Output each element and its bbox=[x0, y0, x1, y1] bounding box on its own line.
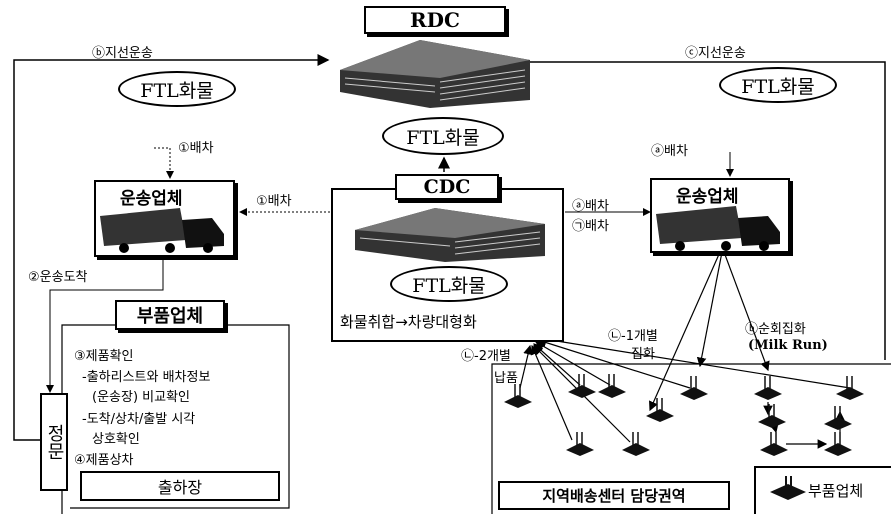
milk-run-label-b: (Milk Run) bbox=[748, 338, 828, 353]
right-truck-icon bbox=[656, 204, 784, 252]
cdc-warehouse-icon bbox=[345, 204, 555, 264]
cdc-title: CDC bbox=[395, 174, 499, 200]
left-branch-transport-label: ⓑ지선운송 bbox=[92, 46, 153, 61]
arrival-label: ②운송도착 bbox=[28, 270, 88, 285]
cdc-caption: 화물취합→차량대형화 bbox=[340, 313, 477, 331]
rdc-title: RDC bbox=[364, 6, 506, 34]
individual-pickup-1a: ㉡-1개별 bbox=[608, 329, 658, 344]
individual-pickup-2: ㉡-2개별 bbox=[461, 349, 511, 364]
dispatch-label-right-mid-a: ⓐ배차 bbox=[572, 199, 609, 214]
individual-pickup-1b: 집화 bbox=[631, 347, 655, 362]
step4-label: ④제품상차 bbox=[74, 453, 134, 468]
right-branch-transport-label: ⓒ지선운송 bbox=[685, 46, 746, 61]
step3-a1: -출하리스트와 배차정보 bbox=[82, 370, 211, 385]
rdc-cargo-right: FTL화물 bbox=[719, 67, 837, 103]
left-truck-icon bbox=[100, 206, 228, 254]
step3-b1: -도착/상차/출발 시각 bbox=[82, 412, 196, 427]
legend-box bbox=[754, 466, 891, 514]
dispatch-label-right-top: ⓐ배차 bbox=[651, 144, 688, 159]
dispatch-label-left-top: ①배차 bbox=[178, 141, 214, 156]
delivery-label: 납품 bbox=[494, 371, 518, 386]
rdc-cargo-left: FTL화물 bbox=[118, 71, 236, 107]
step3-b2: 상호확인 bbox=[92, 432, 140, 447]
cdc-cargo: FTL화물 bbox=[390, 266, 508, 302]
dispatch-label-right-mid-b: ㉠배차 bbox=[572, 219, 609, 234]
left-carrier-title: 운송업체 bbox=[120, 189, 183, 209]
legend-label: 부품업체 bbox=[808, 482, 864, 500]
shipping-area-box: 출하장 bbox=[80, 471, 280, 501]
right-carrier-title: 운송업체 bbox=[676, 187, 739, 207]
step3-label: ③제품확인 bbox=[74, 349, 134, 364]
dispatch-label-left-mid: ①배차 bbox=[256, 194, 292, 209]
step3-a2: (운송장) 비교확인 bbox=[92, 390, 190, 405]
region-title-box: 지역배송센터 담당권역 bbox=[498, 481, 730, 510]
legend-factory-icon bbox=[766, 474, 810, 502]
rdc-warehouse-icon bbox=[330, 30, 540, 110]
cdc-to-rdc-cargo: FTL화물 bbox=[382, 117, 504, 155]
parts-supplier-title: 부품업체 bbox=[115, 300, 225, 330]
gate-box: 정문 bbox=[40, 393, 68, 491]
milk-run-label-a: ⓑ순회집화 bbox=[745, 322, 806, 337]
